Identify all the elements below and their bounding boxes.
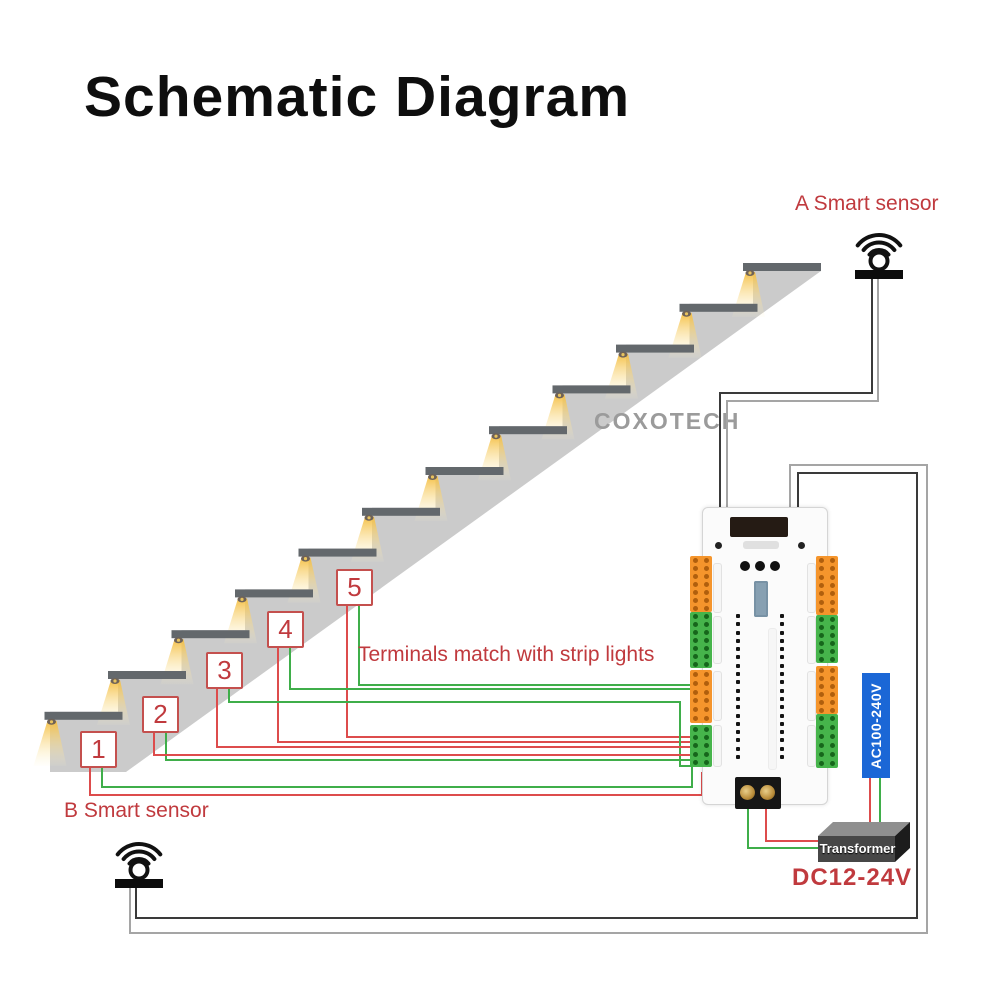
page-title: Schematic Diagram <box>84 65 631 129</box>
terminal-screw-icon <box>760 785 775 800</box>
stair-downlight-led <box>367 516 371 520</box>
stair-tread <box>552 385 631 394</box>
wire-dark <box>719 279 873 512</box>
transformer-box <box>818 822 910 862</box>
sensor-a-label: A Smart sensor <box>795 192 939 215</box>
wire-green <box>101 766 693 788</box>
stair-tread <box>108 671 186 679</box>
step-sensor-box-1: 1 <box>80 731 117 768</box>
transformer-label: Transformer <box>819 841 896 856</box>
ac-input-box: AC100-240V <box>862 673 890 778</box>
step-sensor-box-3: 3 <box>206 652 243 689</box>
step-sensor-box-2: 2 <box>142 696 179 733</box>
controller-button <box>770 561 780 571</box>
stair-tread <box>44 711 123 720</box>
wire-green <box>747 806 820 849</box>
wire-green <box>228 687 696 767</box>
label-strip <box>713 616 722 664</box>
stair-downlight-led <box>303 557 308 561</box>
label-strip <box>713 725 722 767</box>
led-indicator-column <box>780 614 785 763</box>
wire-green <box>358 604 699 686</box>
controller-button <box>755 561 765 571</box>
wifi-sensor-icon-b <box>115 841 163 888</box>
stair-downlight-led <box>557 393 562 397</box>
label-strip <box>768 628 777 770</box>
label-strip <box>807 563 816 613</box>
label-strip <box>807 616 816 664</box>
orange-terminal-block <box>816 556 838 615</box>
green-terminal-block <box>690 725 712 767</box>
terminals-note-label: Terminals match with strip lights <box>358 643 655 666</box>
wire-green <box>289 646 699 690</box>
wifi-sensor-icon-a <box>855 232 903 279</box>
label-strip <box>807 725 816 767</box>
stair-tread <box>298 548 377 557</box>
stair-downlight-led <box>113 679 117 683</box>
stair-tread <box>489 426 567 435</box>
label-strip <box>713 563 722 613</box>
green-terminal-block <box>690 612 712 668</box>
stair-downlight-led <box>748 271 752 275</box>
orange-terminal-block <box>690 556 712 612</box>
stair-downlight-led <box>684 312 689 316</box>
label-strip <box>713 671 722 721</box>
wire-red <box>346 604 699 738</box>
screw-icon <box>715 542 722 549</box>
controller-fine-print <box>743 541 779 549</box>
orange-terminal-block <box>690 670 712 723</box>
stair-downlight-led <box>430 475 435 479</box>
stair-tread <box>362 507 440 516</box>
stair-tread <box>679 303 758 312</box>
wire-dark <box>135 472 918 919</box>
stair-downlight-led <box>49 720 54 724</box>
stair-tread <box>425 467 504 475</box>
wire-gray <box>726 279 879 512</box>
controller-button <box>740 561 750 571</box>
wire-red <box>216 687 699 748</box>
sensor-b-label: B Smart sensor <box>64 799 209 822</box>
stair-tread <box>171 630 250 639</box>
dc-voltage-label: DC12-24V <box>792 864 913 891</box>
stair-downlight-led <box>240 597 244 602</box>
ac-voltage-label: AC100-240V <box>868 682 884 769</box>
wire-red <box>277 646 699 743</box>
controller-connector-slot <box>730 517 788 537</box>
power-terminal <box>735 777 781 809</box>
wire-green <box>165 731 699 761</box>
wire-red <box>765 806 822 842</box>
stair-tread <box>616 344 694 353</box>
stair-downlight-led <box>621 353 625 357</box>
led-indicator-column <box>736 614 741 763</box>
stair-tread <box>743 263 821 271</box>
wire-red <box>89 766 703 796</box>
green-terminal-block <box>816 714 838 768</box>
led-controller <box>702 507 828 809</box>
green-terminal-block <box>816 615 838 663</box>
stair-tread <box>235 589 313 598</box>
step-sensor-box-5: 5 <box>336 569 373 606</box>
wire-gray <box>129 464 928 934</box>
stair-downlight-led <box>176 638 181 642</box>
step-sensor-box-4: 4 <box>267 611 304 648</box>
controller-display <box>754 581 768 617</box>
stair-downlight-led <box>494 434 498 438</box>
terminal-screw-icon <box>740 785 755 800</box>
screw-icon <box>798 542 805 549</box>
orange-terminal-block <box>816 666 838 714</box>
brand-watermark: COXOTECH <box>594 408 741 434</box>
stair-light-beam <box>33 720 67 766</box>
wire-red <box>153 731 699 756</box>
label-strip <box>807 671 816 721</box>
